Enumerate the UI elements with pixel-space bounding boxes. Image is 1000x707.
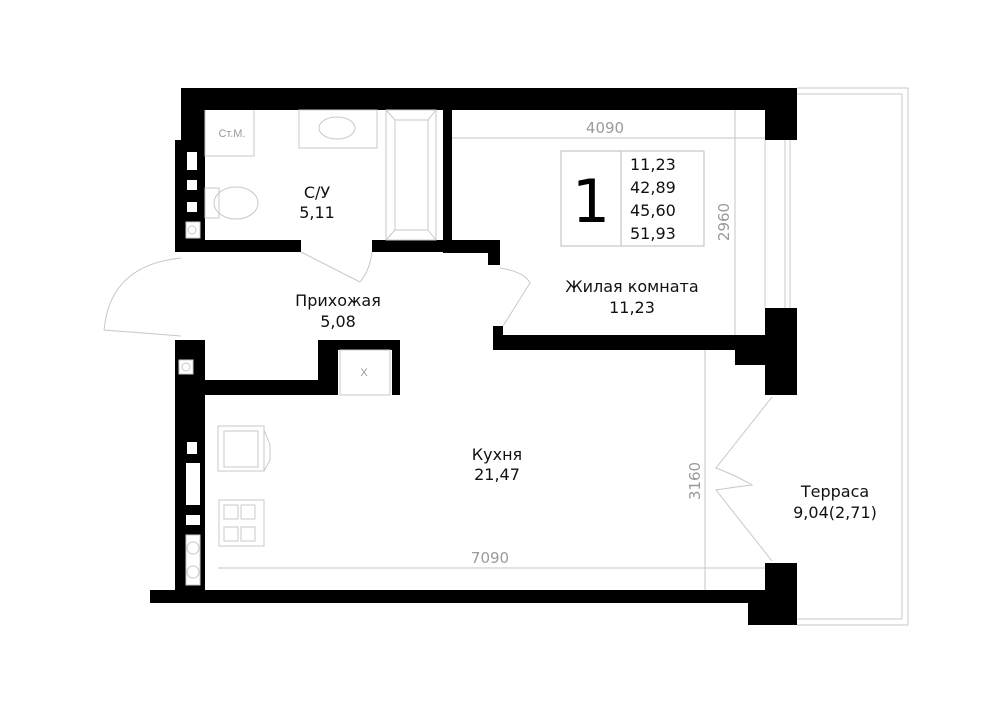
- dimension-kitchen-depth: 3160: [686, 462, 704, 500]
- vent-shafts: [178, 152, 201, 586]
- terrace-railing: [797, 87, 909, 626]
- walls: [150, 88, 797, 625]
- room-area-terrace: 9,04(2,71): [793, 503, 877, 522]
- room-area-kitchen: 21,47: [474, 465, 520, 484]
- fridge: [217, 425, 271, 472]
- room-name-terrace: Терраса: [800, 482, 869, 501]
- doors: [103, 251, 773, 562]
- dimension-lines: [218, 110, 765, 590]
- room-name-hallway: Прихожая: [295, 291, 381, 310]
- dimension-living-depth: 2960: [715, 203, 733, 241]
- window-living: [764, 140, 791, 308]
- room-area-bathroom: 5,11: [299, 203, 335, 222]
- closet: X: [339, 349, 391, 396]
- apartment-info-box: 1 11,23 42,89 45,60 51,93: [560, 150, 705, 247]
- rooms-count: 1: [572, 167, 610, 237]
- stove: [218, 499, 265, 547]
- closet-mark: X: [360, 367, 368, 379]
- room-name-kitchen: Кухня: [472, 445, 522, 464]
- washing-machine-label: Ст.М.: [218, 128, 245, 140]
- area-with-terrace-coef: 45,60: [630, 201, 676, 220]
- sink: [298, 109, 378, 149]
- room-name-living: Жилая комната: [565, 277, 698, 296]
- room-area-hallway: 5,08: [320, 312, 356, 331]
- room-name-bathroom: С/У: [304, 183, 331, 202]
- dimension-living-width: 4090: [586, 119, 624, 137]
- dimension-kitchen-width: 7090: [471, 549, 509, 567]
- bathtub: [385, 109, 437, 241]
- total-area: 42,89: [630, 178, 676, 197]
- living-area-total: 11,23: [630, 155, 676, 174]
- toilet: [204, 186, 259, 220]
- area-with-terrace-full: 51,93: [630, 224, 676, 243]
- washing-machine: Ст.М.: [204, 110, 255, 157]
- room-area-living: 11,23: [609, 298, 655, 317]
